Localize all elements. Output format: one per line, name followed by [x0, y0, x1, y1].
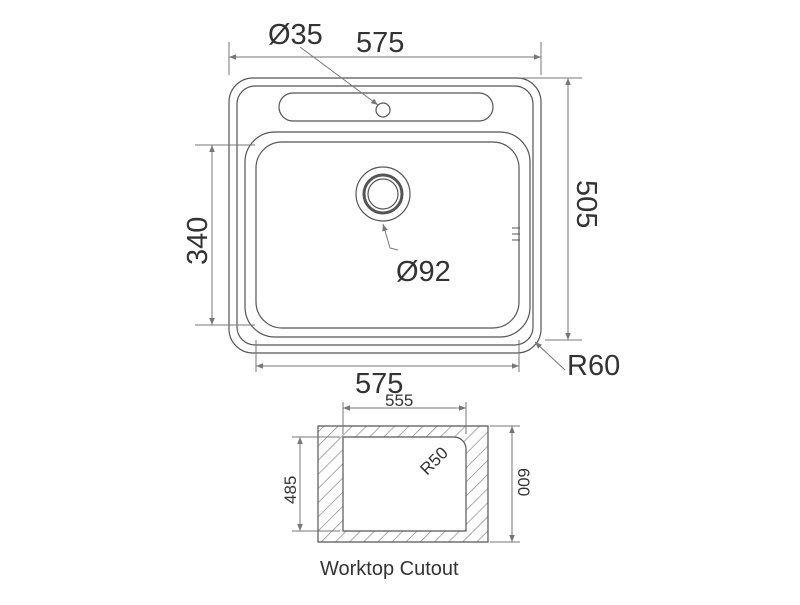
sink-inner-rim	[236, 85, 534, 346]
corner-radius-leader	[534, 341, 566, 371]
drain-outer	[355, 166, 411, 222]
worktop-cutout	[317, 425, 489, 543]
drain-ring	[362, 173, 404, 215]
drain-inner	[367, 178, 399, 210]
sink-outer-rim	[228, 77, 542, 354]
drain-leader	[382, 223, 399, 251]
bowl-height-dim-label: 340	[182, 217, 214, 265]
bottom-width-dim-label: 575	[355, 368, 403, 400]
sink-dimension-lines	[195, 42, 582, 372]
cutout-inner-height-dim-label: 485	[281, 476, 300, 504]
sink-plan-view	[228, 77, 542, 354]
cutout-hatched-frame	[317, 425, 489, 543]
cutout-width-dim-label: 555	[385, 391, 413, 410]
tap-hole	[375, 102, 391, 118]
tap-hole-dim-label: Ø35	[268, 19, 323, 51]
bowl-inner	[255, 141, 520, 329]
cutout-outer-height-dim-label: 600	[514, 468, 533, 496]
top-width-dim-label: 575	[356, 27, 404, 59]
bowl-outer	[244, 131, 531, 338]
tap-hole-leader	[299, 46, 379, 106]
overflow-slots	[512, 227, 520, 241]
corner-radius-dim-label: R60	[567, 350, 620, 382]
overall-height-dim-label: 505	[570, 180, 602, 228]
cutout-dimension-lines	[292, 402, 520, 543]
tap-ledge	[278, 92, 494, 122]
cutout-corner-radius-label: R50	[416, 443, 451, 478]
drain-dim-label: Ø92	[396, 256, 451, 288]
cutout-caption: Worktop Cutout	[320, 558, 459, 580]
